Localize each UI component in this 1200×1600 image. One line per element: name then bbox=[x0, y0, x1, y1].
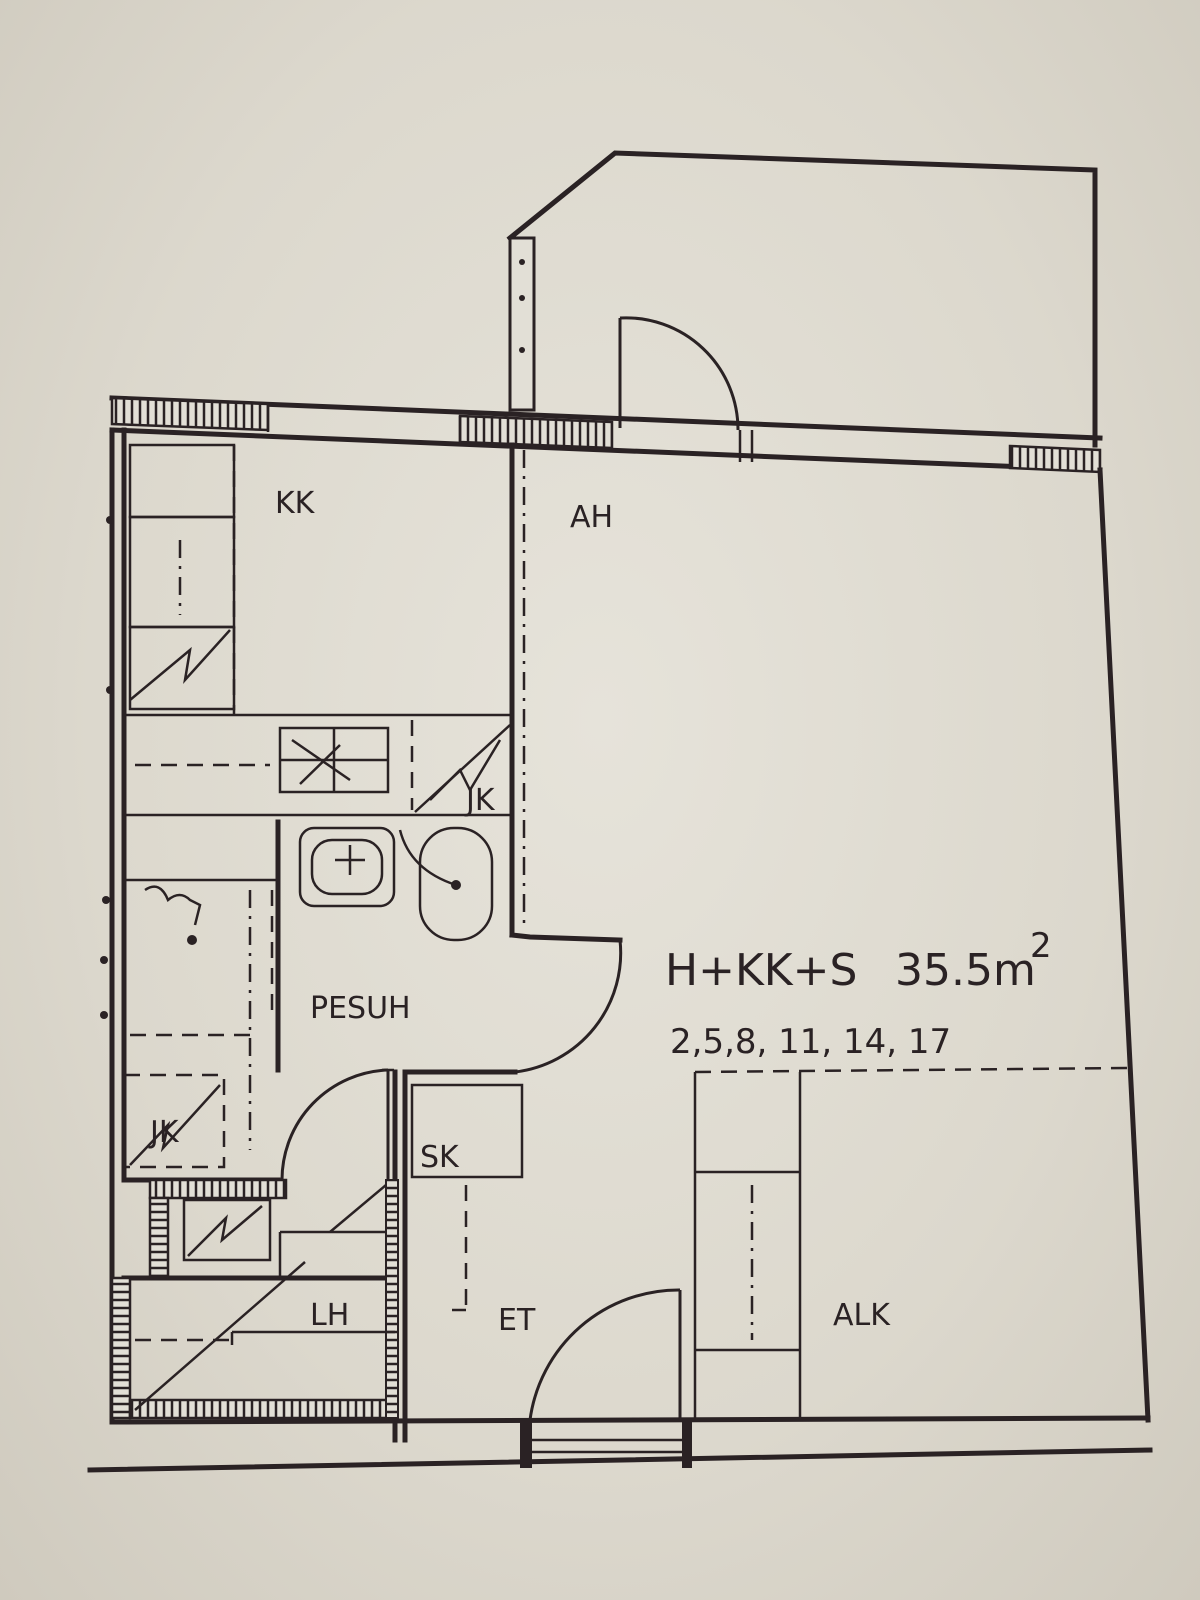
kitchen bbox=[124, 443, 511, 817]
closet-sk bbox=[410, 1083, 524, 1312]
bathroom: JK bbox=[121, 819, 494, 1183]
room-label-lh: LH bbox=[310, 1298, 349, 1333]
kitchen-living-divider bbox=[509, 442, 623, 943]
left-exterior-wall bbox=[100, 427, 127, 1425]
room-label-et: ET bbox=[498, 1303, 536, 1338]
room-label-jk-kitchen: JK bbox=[464, 783, 496, 818]
alcove-wardrobe bbox=[693, 1066, 1131, 1420]
balcony-door bbox=[618, 316, 740, 431]
apartment-type: H+KK+S bbox=[665, 945, 857, 996]
balcony bbox=[506, 150, 1098, 448]
entrance-door bbox=[528, 1288, 682, 1421]
bottom-exterior-wall bbox=[87, 1415, 1153, 1473]
apartment-numbers: 2,5,8, 11, 14, 17 bbox=[670, 1022, 951, 1062]
apartment-info: H+KK+S 35.5m 2 2,5,8, 11, 14, 17 bbox=[665, 926, 1052, 1062]
room-label-kk: KK bbox=[275, 486, 316, 521]
apartment-area: 35.5m bbox=[895, 945, 1036, 996]
bathroom-door bbox=[392, 939, 623, 1443]
right-exterior-wall bbox=[1097, 467, 1151, 1423]
sauna-lh bbox=[110, 1178, 399, 1420]
top-exterior-wall bbox=[109, 395, 1103, 474]
room-label-sk: SK bbox=[420, 1140, 460, 1175]
apartment-area-exponent: 2 bbox=[1030, 926, 1052, 966]
room-label-ah: AH bbox=[570, 500, 613, 535]
room-label-alk: ALK bbox=[833, 1298, 891, 1333]
room-label-jk-bath: JK bbox=[148, 1115, 180, 1150]
room-label-pesuh: PESUH bbox=[310, 991, 411, 1026]
